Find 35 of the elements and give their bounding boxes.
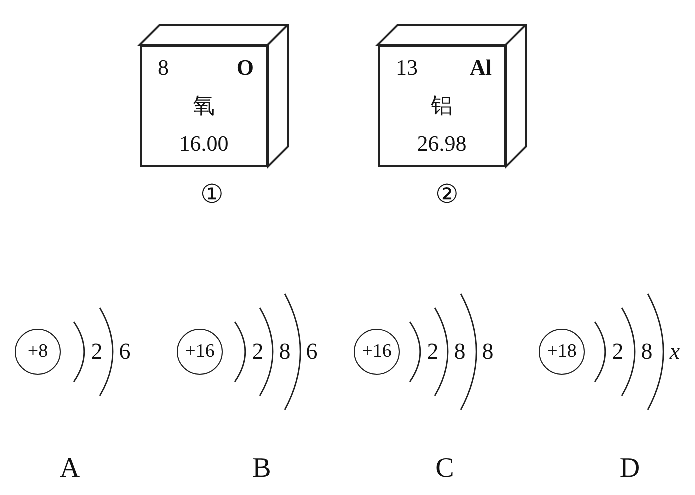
element-symbol: Al [470, 57, 492, 79]
atomic-number: 13 [396, 57, 418, 79]
electron-count: 2 [611, 340, 625, 363]
electron-count: 2 [90, 340, 104, 363]
electron-count: x [668, 340, 682, 363]
element-card [378, 45, 506, 167]
nucleus-circle [354, 329, 400, 375]
nuclear-charge: +18 [547, 341, 577, 363]
circled-number: ② [434, 182, 460, 208]
electron-count: 8 [640, 340, 654, 363]
nucleus-circle [177, 329, 223, 375]
electron-count: 2 [426, 340, 440, 363]
nucleus-circle [15, 329, 61, 375]
electron-count: 8 [453, 340, 467, 363]
option-letter: B [252, 455, 272, 483]
circled-number: ① [200, 182, 224, 208]
option-letter: C [434, 455, 456, 483]
electron-count: 2 [251, 340, 265, 363]
atomic-mass: 26.98 [416, 133, 468, 155]
nuclear-charge: +8 [28, 341, 48, 363]
nuclear-charge: +16 [362, 341, 392, 363]
nuclear-charge: +16 [185, 341, 215, 363]
element-name: 氧 [192, 95, 216, 117]
nucleus-circle [539, 329, 585, 375]
atomic-number: 8 [158, 57, 169, 79]
element-card [140, 45, 268, 167]
atomic-mass: 16.00 [178, 133, 230, 155]
option-letter: A [58, 455, 82, 483]
electron-count: 6 [118, 340, 132, 363]
electron-count: 8 [278, 340, 292, 363]
electron-count: 8 [481, 340, 495, 363]
option-letter: D [618, 455, 642, 483]
element-symbol: O [236, 57, 254, 79]
element-name: 铝 [430, 95, 454, 117]
electron-count: 6 [305, 340, 319, 363]
